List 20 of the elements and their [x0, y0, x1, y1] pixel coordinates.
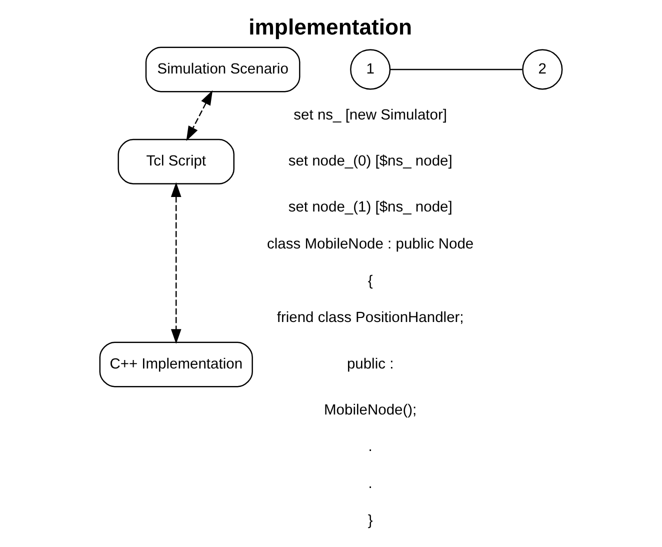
arrow — [186, 90, 213, 141]
node-circle: 2 — [522, 49, 563, 90]
diagram-title: implementation — [248, 14, 412, 40]
connector — [390, 68, 522, 70]
node-box: Simulation Scenario — [145, 46, 300, 92]
label: . — [368, 476, 372, 492]
label: public : — [346, 356, 394, 372]
label: MobileNode(); — [324, 402, 417, 418]
node-box: Tcl Script — [118, 138, 235, 184]
label: friend class PositionHandler; — [276, 310, 464, 326]
label: . — [368, 439, 372, 456]
arrow — [170, 182, 182, 344]
label: class MobileNode : public Node — [267, 236, 474, 252]
label: set ns_ [new Simulator] — [294, 107, 447, 124]
node-box: C++ Implementation — [99, 342, 253, 388]
node-circle: 1 — [350, 49, 391, 90]
label: { — [368, 273, 373, 290]
label: } — [368, 512, 373, 529]
label: set node_(0) [$ns_ node] — [288, 153, 452, 170]
label: set node_(1) [$ns_ node] — [288, 200, 452, 216]
